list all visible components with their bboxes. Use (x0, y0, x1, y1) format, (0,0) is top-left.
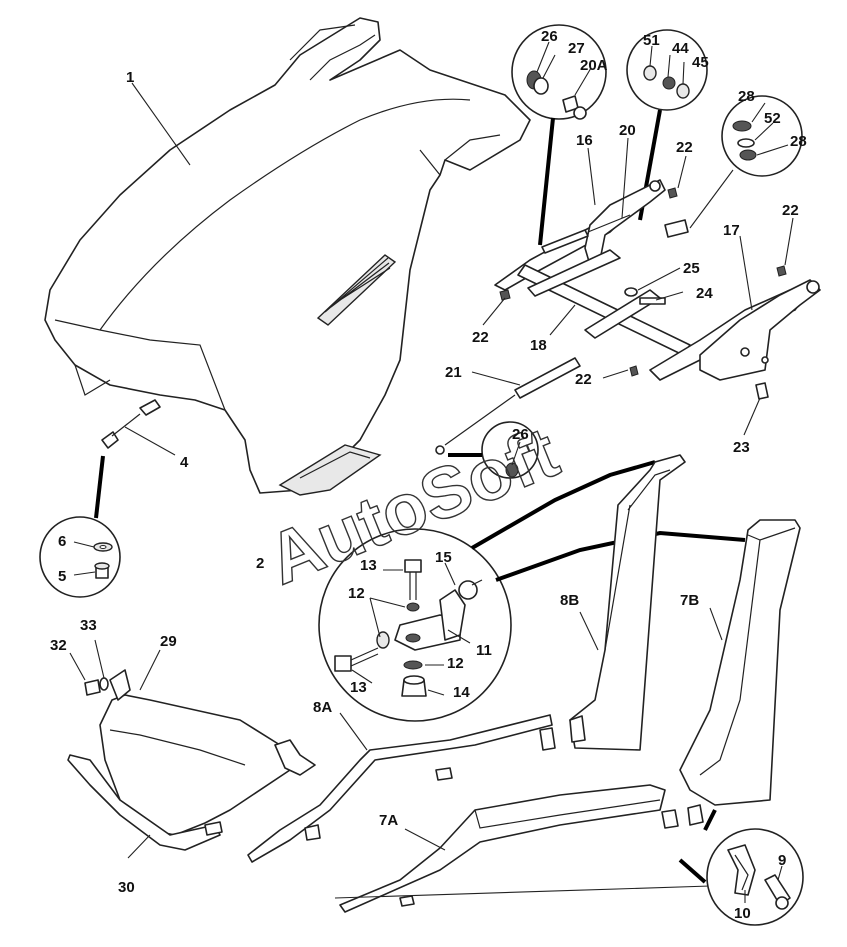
strap-part-4 (101, 399, 176, 456)
callout-22-d: 22 (575, 371, 592, 388)
callout-51: 51 (643, 32, 660, 49)
callout-7a: 7A (379, 812, 398, 829)
callout-33: 33 (80, 617, 97, 634)
detail-circle-26-27-20a (511, 24, 607, 246)
callout-22-a: 22 (676, 139, 693, 156)
callout-30: 30 (118, 879, 135, 896)
detail-circle-26 (448, 421, 539, 479)
callout-11: 11 (476, 642, 492, 659)
callout-13-top: 13 (360, 557, 377, 574)
callout-1: 1 (126, 69, 134, 86)
callout-29: 29 (160, 633, 177, 650)
detail-circle-bracket (318, 460, 746, 722)
detail-circle-28-52-28 (689, 95, 803, 229)
callout-25: 25 (683, 260, 700, 277)
callout-7b: 7B (680, 592, 699, 609)
callout-2: 2 (256, 555, 264, 572)
callout-10: 10 (734, 905, 751, 922)
callout-17: 17 (723, 222, 740, 239)
callout-26-top: 26 (541, 28, 558, 45)
callout-28-bottom: 28 (790, 133, 807, 150)
callout-labels: 1 2 4 5 6 7A 7B 8A 8B 9 10 11 12 12 13 1… (50, 28, 807, 922)
callout-32: 32 (50, 637, 67, 654)
detail-circle-51-44-45 (626, 29, 708, 221)
callout-26-strut: 26 (512, 426, 529, 443)
callout-44: 44 (672, 40, 689, 57)
callout-9: 9 (778, 852, 786, 869)
callout-12-bottom: 12 (447, 655, 464, 672)
callout-20a: 20A (580, 57, 608, 74)
callout-28-top: 28 (738, 88, 755, 105)
callout-5: 5 (58, 568, 66, 585)
callout-12-top: 12 (348, 585, 365, 602)
callout-13-bottom: 13 (350, 679, 367, 696)
detail-circle-9-10 (703, 809, 804, 926)
callout-21: 21 (445, 364, 462, 381)
trim-panels (247, 454, 801, 913)
callout-23: 23 (733, 439, 750, 456)
detail-circle-5-6 (39, 455, 121, 598)
callout-20: 20 (619, 122, 636, 139)
callout-22-c: 22 (472, 329, 489, 346)
callout-27: 27 (568, 40, 585, 57)
callout-6: 6 (58, 533, 66, 550)
cover-shell (44, 17, 531, 496)
callout-8a: 8A (313, 699, 332, 716)
callout-45: 45 (692, 54, 709, 71)
lower-shields (67, 639, 316, 859)
callout-52: 52 (764, 110, 781, 127)
callout-16: 16 (576, 132, 593, 149)
hinge-frame-assembly (131, 82, 821, 455)
callout-22-b: 22 (782, 202, 799, 219)
callout-24: 24 (696, 285, 713, 302)
callout-15: 15 (435, 549, 452, 566)
callout-14: 14 (453, 684, 470, 701)
callout-8b: 8B (560, 592, 579, 609)
callout-4: 4 (180, 454, 189, 471)
callout-18: 18 (530, 337, 547, 354)
